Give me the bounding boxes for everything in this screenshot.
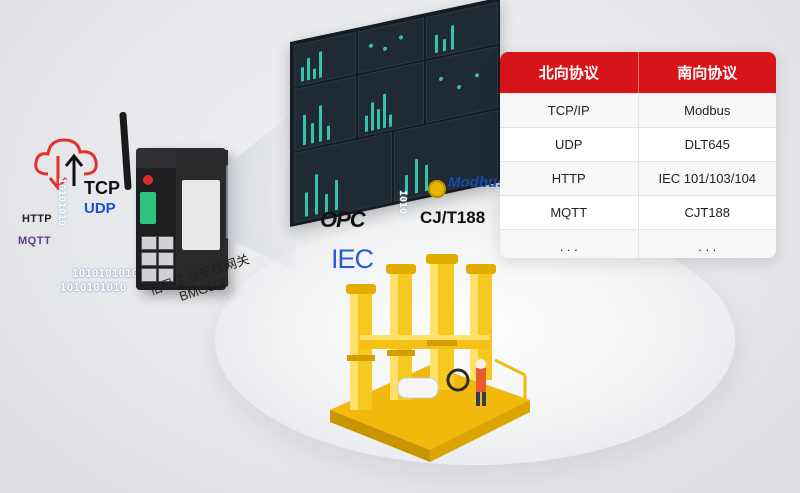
ethernet-port — [141, 252, 157, 266]
monitoring-dashboard — [290, 0, 500, 227]
device-label-panel — [182, 180, 220, 250]
ethernet-port — [158, 268, 174, 282]
http-label: HTTP — [22, 213, 52, 225]
binary-text: 1010101010 — [60, 281, 127, 294]
southbound-cell: DLT645 — [637, 128, 777, 161]
antenna — [119, 111, 132, 191]
northbound-cell: MQTT — [550, 205, 588, 220]
table-body: TCP/IP Modbus UDP DLT645 HTTP IEC 101/10… — [500, 93, 776, 258]
opc-ua-label: UA — [362, 206, 371, 212]
table-row: HTTP IEC 101/103/104 — [500, 161, 776, 195]
southbound-cell: . . . — [637, 230, 777, 258]
table-header: 北向协议 南向协议 — [500, 52, 776, 93]
tcp-label: TCP — [84, 178, 120, 198]
terminal-block — [140, 192, 156, 224]
northbound-header: 北向协议 — [538, 65, 599, 82]
table-row: UDP DLT645 — [500, 127, 776, 161]
northbound-cell: HTTP — [551, 171, 586, 186]
mqtt-logo: MQTT — [18, 235, 52, 247]
ethernet-port — [158, 236, 174, 250]
binary-vertical-text: 10101010 — [56, 178, 67, 227]
ethernet-port — [141, 236, 157, 250]
ethernet-port — [141, 268, 157, 282]
southbound-cell: Modbus — [637, 94, 777, 127]
table-row: MQTT CJT188 — [500, 195, 776, 229]
northbound-cell: UDP — [555, 137, 583, 152]
northbound-cell: . . . — [559, 239, 578, 254]
table-row: . . . . . . — [500, 229, 776, 258]
cjt188-label: CJ/T188 — [420, 208, 486, 227]
protocol-table: 北向协议 南向协议 TCP/IP Modbus UDP DLT645 HTTP … — [500, 52, 776, 258]
northbound-cell: TCP/IP — [547, 103, 590, 118]
projection-beam — [226, 110, 296, 270]
table-row: TCP/IP Modbus — [500, 93, 776, 127]
status-led — [143, 175, 153, 185]
ethernet-port — [158, 252, 174, 266]
dashboard-tile — [358, 61, 424, 138]
southbound-cell: IEC 101/103/104 — [637, 162, 777, 195]
dashboard-tile — [294, 75, 356, 152]
southbound-header: 南向协议 — [637, 52, 777, 93]
cloud-icon — [34, 138, 98, 190]
iec-logo: IEC — [331, 244, 374, 274]
southbound-cell: CJT188 — [637, 196, 777, 229]
modbus-gear-icon — [428, 180, 446, 198]
udp-label: UDP — [84, 200, 116, 217]
binary-vertical-text: 1010 — [397, 190, 408, 215]
opc-logo: OPC — [320, 207, 366, 232]
modbus-logo: Modbus — [448, 174, 506, 191]
binary-text: 1010101010 — [72, 267, 139, 280]
industrial-skid-illustration — [330, 254, 530, 462]
